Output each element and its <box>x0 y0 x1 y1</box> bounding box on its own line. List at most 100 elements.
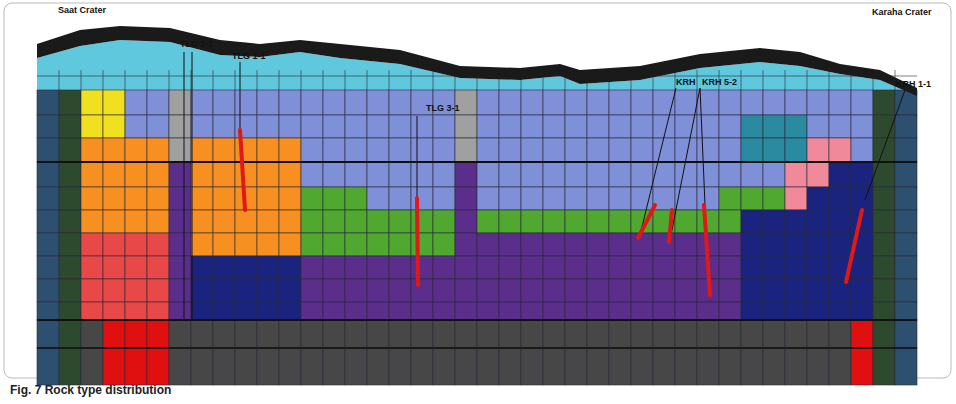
rock-cell <box>147 348 169 385</box>
rock-cell <box>169 210 191 233</box>
rock-cell <box>565 90 587 115</box>
rock-cell <box>367 115 389 138</box>
rock-cell <box>103 210 125 233</box>
rock-cell <box>873 302 895 320</box>
rock-cell <box>433 320 455 348</box>
rock-cell <box>389 302 411 320</box>
rock-cell <box>235 90 257 115</box>
rock-cell <box>543 90 565 115</box>
rock-cell <box>169 256 191 279</box>
rock-cell <box>521 138 543 162</box>
rock-cell <box>895 138 917 162</box>
well-track <box>670 88 700 240</box>
rock-cell <box>697 348 719 385</box>
grid-line <box>741 70 742 90</box>
rock-cell <box>81 256 103 279</box>
rock-cell <box>411 187 433 210</box>
rock-cell <box>147 90 169 115</box>
rock-cell <box>543 162 565 187</box>
rock-cell <box>521 210 543 233</box>
rock-cell <box>609 302 631 320</box>
rock-cell <box>279 348 301 385</box>
rock-cell <box>59 302 81 320</box>
rock-cell <box>213 233 235 256</box>
rock-cell <box>631 279 653 302</box>
rock-cell <box>389 210 411 233</box>
rock-cell <box>455 162 477 187</box>
rock-cell <box>543 348 565 385</box>
rock-cell <box>433 210 455 233</box>
rock-cell <box>719 138 741 162</box>
rock-cell <box>235 210 257 233</box>
well-track <box>865 90 905 200</box>
rock-cell <box>279 115 301 138</box>
rock-cell <box>675 348 697 385</box>
rock-cell <box>257 233 279 256</box>
rock-cell <box>455 348 477 385</box>
rock-cell <box>147 279 169 302</box>
rock-cell <box>213 90 235 115</box>
rock-cell <box>477 115 499 138</box>
rock-cell <box>169 279 191 302</box>
rock-cell <box>257 279 279 302</box>
rock-cell <box>301 115 323 138</box>
rock-cell <box>59 162 81 187</box>
rock-cell <box>59 348 81 385</box>
rock-cell <box>895 348 917 385</box>
rock-cell <box>521 320 543 348</box>
rock-cell <box>455 320 477 348</box>
rock-cell <box>719 115 741 138</box>
rock-cell <box>125 233 147 256</box>
rock-cell <box>323 320 345 348</box>
rock-cell <box>719 320 741 348</box>
rock-cell <box>389 187 411 210</box>
rock-cell <box>873 256 895 279</box>
rock-cell <box>587 302 609 320</box>
rock-cell <box>741 90 763 115</box>
rock-cell <box>763 210 785 233</box>
rock-cell <box>741 187 763 210</box>
rock-cell <box>477 348 499 385</box>
rock-cell <box>169 233 191 256</box>
rock-cell <box>37 256 59 279</box>
rock-cell <box>81 233 103 256</box>
grid-line <box>169 70 170 90</box>
grid-line <box>213 70 214 90</box>
well-label: KRH 5-2 <box>702 78 737 87</box>
rock-cell <box>895 256 917 279</box>
rock-cell <box>345 115 367 138</box>
rock-cell <box>59 210 81 233</box>
rock-cell <box>389 279 411 302</box>
rock-cell <box>763 162 785 187</box>
rock-cell <box>213 348 235 385</box>
rock-cell <box>565 302 587 320</box>
rock-cell <box>609 348 631 385</box>
rock-cell <box>367 348 389 385</box>
rock-cell <box>543 320 565 348</box>
rock-cell <box>631 115 653 138</box>
rock-cell <box>389 320 411 348</box>
rock-cell <box>521 187 543 210</box>
rock-cell <box>521 90 543 115</box>
rock-cell <box>411 320 433 348</box>
rock-cell <box>279 320 301 348</box>
rock-cell <box>433 138 455 162</box>
rock-cell <box>851 302 873 320</box>
rock-cell <box>741 233 763 256</box>
rock-cell <box>103 279 125 302</box>
rock-cell <box>895 233 917 256</box>
rock-cell <box>631 162 653 187</box>
rock-cell <box>763 90 785 115</box>
rock-cell <box>345 187 367 210</box>
rock-cell <box>235 348 257 385</box>
rock-cell <box>59 256 81 279</box>
rock-cell <box>741 256 763 279</box>
rock-cell <box>37 320 59 348</box>
layer-line <box>37 161 917 163</box>
well-label: KRH 1-1 <box>896 80 931 89</box>
rock-cell <box>59 233 81 256</box>
rock-cell <box>81 210 103 233</box>
rock-cell <box>807 233 829 256</box>
rock-cell <box>279 233 301 256</box>
